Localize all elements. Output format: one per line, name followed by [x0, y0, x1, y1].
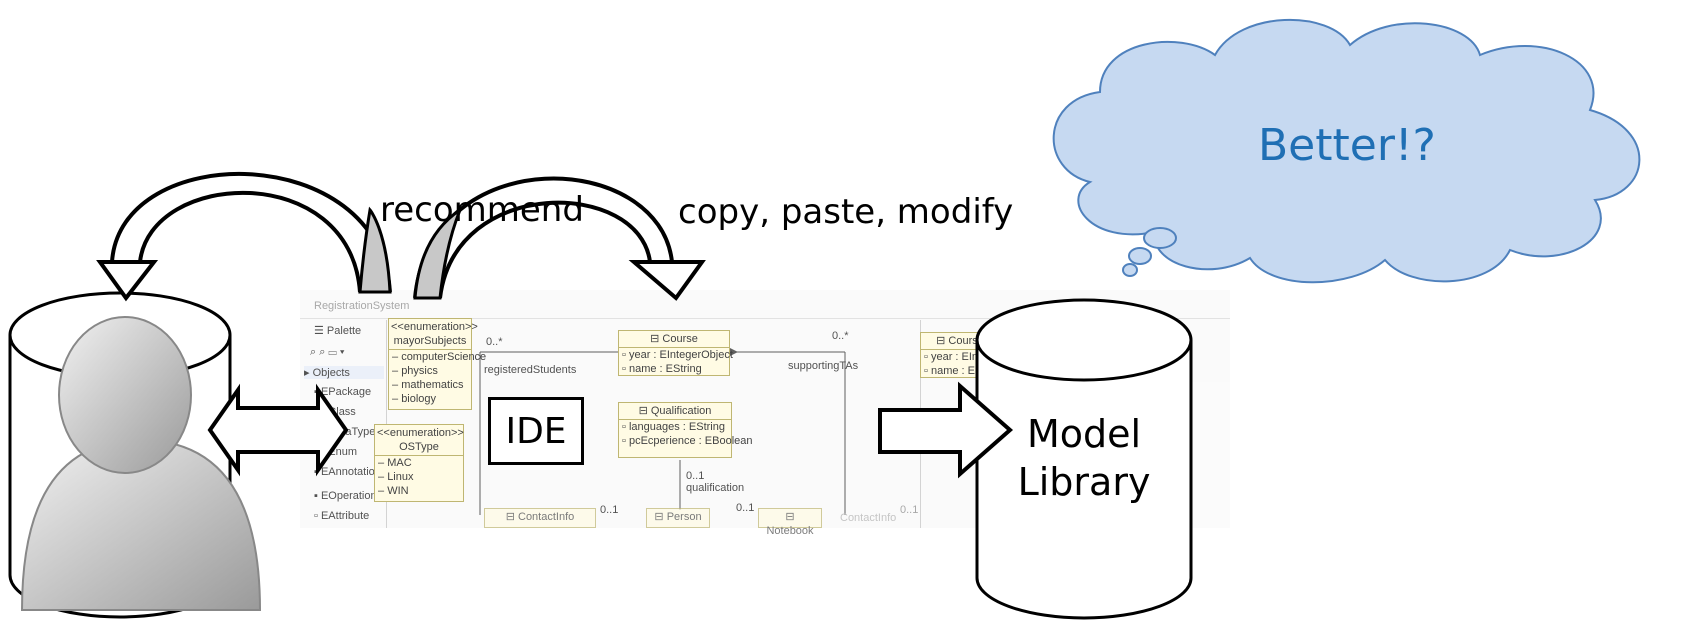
class-attribute-text: pcEcperience : EBoolean [628, 435, 753, 447]
enum-literal: – Linux [378, 471, 414, 483]
enum-stereotype: <<enumeration>> [391, 321, 478, 333]
enum-os-type[interactable]: <<enumeration>> OSType – MAC – Linux – W… [374, 424, 464, 502]
class-contactinfo[interactable]: ⊟ ContactInfo [484, 508, 596, 528]
mult-bottom-3: 0..1 [900, 504, 919, 516]
class-attribute: ▫ year : EInte [924, 351, 988, 363]
enum-literal-text: MAC [387, 457, 412, 469]
class-attribute-text: name : ESt [930, 365, 986, 377]
class-header: ⊟ Course [921, 333, 999, 350]
enum-literal: – WIN [378, 485, 409, 497]
class-attribute: ▫ pcEcperience : EBoolean [622, 435, 753, 447]
class-header: ⊟ Course [619, 331, 729, 348]
class-course[interactable]: ⊟ Course ▫ year : EIntegerObject ▫ name … [618, 330, 733, 376]
class-attribute-text: year : EInte [930, 351, 988, 363]
recommend-label: recommend [380, 190, 584, 230]
palette-item-label: EAttribute [320, 510, 370, 522]
enum-mayor-header: <<enumeration>> mayorSubjects [389, 319, 478, 350]
enum-literal: – physics [392, 365, 438, 377]
mult-qualification: 0..1 [686, 470, 705, 482]
class-name: Qualification [650, 405, 712, 417]
user-ide-double-arrow [207, 383, 349, 477]
better-label: Better!? [1258, 120, 1436, 171]
role-qualification: qualification [686, 482, 745, 494]
class-qualification[interactable]: ⊟ Qualification ▫ languages : EString ▫ … [618, 402, 753, 458]
enum-literal: – MAC [378, 457, 412, 469]
palette-item[interactable]: ▪ EPackage [314, 386, 371, 398]
model-library-cylinder [975, 298, 1193, 620]
class-header: ⊟ Person [654, 511, 702, 523]
enum-literal: – mathematics [392, 379, 464, 391]
palette-item[interactable]: ▪ EAnnotation [314, 466, 381, 478]
palette-item-label: EOperation [320, 490, 377, 502]
class-name: Course [662, 333, 698, 345]
recommend-arrow [96, 172, 392, 302]
class-name: Course [948, 335, 984, 347]
class-attribute: ▫ languages : EString [622, 421, 725, 433]
class-header: ⊟ Notebook [766, 511, 814, 537]
palette-item[interactable]: ▪ EOperation [314, 490, 377, 502]
enum-literal-text: computerScience [401, 351, 487, 363]
class-attribute: ▫ year : EIntegerObject [622, 349, 733, 361]
palette-zoom-tools[interactable]: ⌕ ⌕ ▭ ▾ [310, 346, 345, 358]
class-name: Person [666, 511, 702, 523]
thought-cloud [1052, 19, 1641, 284]
palette-title-text: Palette [326, 325, 362, 337]
palette-item-label: EAnnotation [320, 466, 381, 478]
class-header: ⊟ Qualification [619, 403, 731, 420]
enum-mayor-subjects[interactable]: <<enumeration>> mayorSubjects – computer… [388, 318, 487, 410]
enum-literal: – computerScience [392, 351, 487, 363]
mult-bottom-2: 0..1 [736, 502, 755, 514]
association-lines [479, 348, 846, 515]
class-name: ContactInfo [518, 511, 575, 523]
class-attribute: ▫ name : EString [622, 363, 702, 375]
mult-bottom-1: 0..1 [600, 504, 619, 516]
enum-literal-text: physics [401, 365, 438, 377]
class-header: ⊟ ContactInfo [505, 511, 575, 523]
class-attribute-text: name : EString [628, 363, 702, 375]
class-contactinfo-2: ContactInfo [840, 512, 897, 524]
palette-title[interactable]: ☰ Palette [314, 325, 362, 337]
enum-literal-text: WIN [387, 485, 409, 497]
palette-group-objects[interactable]: ▸ Objects [304, 366, 384, 379]
palette-group-label: Objects [312, 367, 350, 379]
enum-name: mayorSubjects [393, 335, 467, 347]
mult-right: 0..* [832, 330, 849, 342]
enum-literal-text: biology [401, 393, 437, 405]
enum-stereotype: <<enumeration>> [377, 427, 464, 439]
model-library-label: Model Library [980, 410, 1188, 506]
class-name: Notebook [766, 525, 814, 537]
ide-tab-title: RegistrationSystem [314, 300, 410, 312]
class-attribute-text: languages : EString [628, 421, 725, 433]
class-notebook[interactable]: ⊟ Notebook [758, 508, 822, 537]
ide-tab-divider [300, 318, 1230, 319]
user-icon [20, 316, 262, 611]
class-person[interactable]: ⊟ Person [646, 508, 710, 528]
enum-literal-text: mathematics [401, 379, 464, 391]
enum-literal-text: Linux [387, 471, 414, 483]
role-registered-students: registeredStudents [484, 364, 577, 376]
enum-literal: – biology [392, 393, 437, 405]
class-attribute: ▫ name : ESt [924, 365, 986, 377]
library-label-line: Library [1017, 460, 1151, 504]
palette-item[interactable]: ▫ EAttribute [314, 510, 370, 522]
copy-paste-arrow [413, 176, 706, 301]
class-attribute-text: year : EIntegerObject [628, 349, 733, 361]
palette-item-label: EPackage [320, 386, 372, 398]
enum-name: OSType [399, 441, 439, 453]
ide-label-box: IDE [488, 397, 584, 465]
model-label-line: Model [1026, 412, 1142, 456]
ide-label: IDE [505, 410, 567, 452]
enum-os-header: <<enumeration>> OSType [375, 425, 464, 456]
role-supporting-tas: supportingTAs [788, 360, 859, 372]
copy-paste-modify-label: copy, paste, modify [678, 192, 1014, 232]
mult-left: 0..* [486, 336, 503, 348]
ide-to-library-arrow [878, 381, 1014, 479]
